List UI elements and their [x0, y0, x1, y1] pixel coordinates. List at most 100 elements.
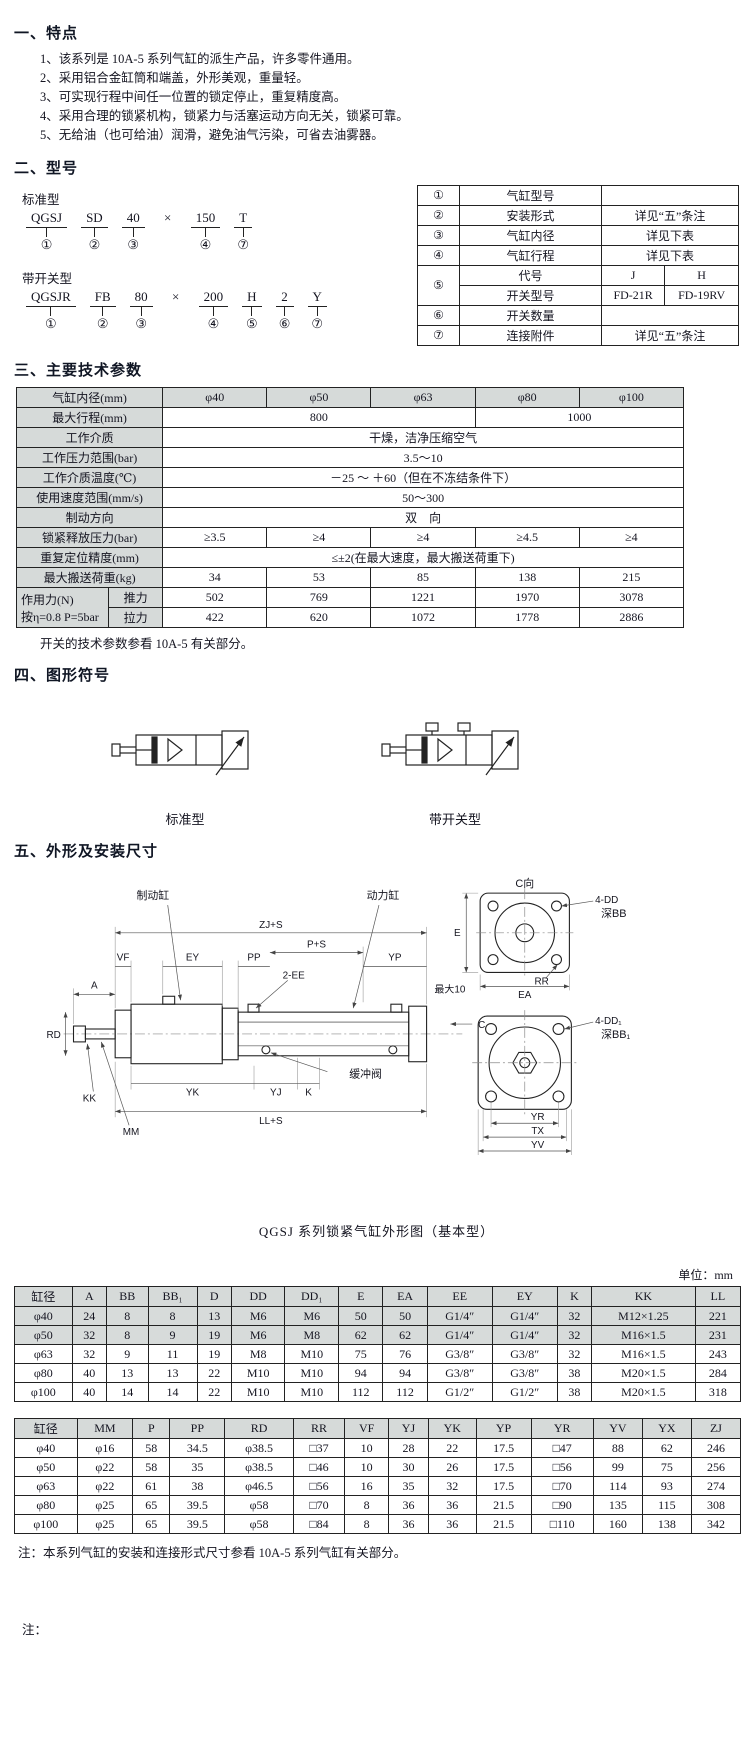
- c-view-title: C向: [515, 876, 534, 890]
- table-cell: J: [600, 265, 666, 286]
- table-cell: ≤±2(在最大速度，最大搬送荷重下): [162, 547, 684, 568]
- table-cell: 干燥，洁净压缩空气: [162, 427, 684, 448]
- model-part: ×: [171, 289, 180, 304]
- table-cell: M16×1.5: [591, 1325, 696, 1345]
- col-header: YJ: [388, 1418, 429, 1439]
- col-header: BB: [105, 1286, 149, 1307]
- table-cell: 开关型号: [459, 285, 602, 306]
- table-cell: φ40: [162, 387, 268, 408]
- table-cell: 93: [641, 1476, 692, 1496]
- col-header: DD₁: [284, 1286, 340, 1307]
- table-cell: M10: [230, 1382, 286, 1402]
- col-header: YV: [592, 1418, 643, 1439]
- table-cell: 36: [427, 1495, 477, 1515]
- code-column: ×: [159, 210, 177, 236]
- model-part: 40: [121, 210, 145, 228]
- table-cell: G3/8″: [491, 1363, 558, 1383]
- table-cell: 22: [196, 1382, 232, 1402]
- table-cell: 215: [578, 567, 685, 588]
- table-row: ⑤ 代号 J H: [417, 265, 739, 306]
- table-row: ⑦ 连接附件 详见“五”条注: [417, 325, 739, 346]
- row-label: 使用速度范围(mm/s): [15, 487, 164, 508]
- section-symbols: 四、图形符号: [14, 664, 739, 828]
- table-cell: 34: [162, 567, 268, 588]
- col-header: VF: [344, 1418, 390, 1439]
- dimension-lines: [63, 904, 473, 1126]
- standard-symbol: 标准型: [110, 719, 260, 828]
- col-header: LL: [694, 1286, 742, 1307]
- table-cell: 65: [132, 1495, 171, 1515]
- dim-label-ea: EA: [518, 990, 532, 1001]
- table-cell: 气缸型号: [459, 185, 602, 206]
- feature-item: 1、该系列是 10A-5 系列气缸的派生产品，许多零件通用。: [40, 52, 360, 66]
- table-cell: 13: [196, 1306, 232, 1326]
- table-cell: －25 ～ ＋60（但在不冻结条件下）: [162, 467, 684, 488]
- table-cell: φ22: [76, 1476, 134, 1496]
- table-cell: φ38.5: [224, 1438, 294, 1458]
- model-part: FB: [89, 289, 116, 307]
- row-label: 最大搬送荷重(kg): [15, 567, 164, 588]
- brake-cylinder-label: 制动缸: [137, 888, 170, 902]
- table-cell: 8: [105, 1325, 149, 1345]
- dim-label-yv: YV: [531, 1140, 545, 1151]
- table-cell: 26: [427, 1457, 477, 1477]
- table-cell: 36: [388, 1514, 429, 1534]
- table-cell: φ63: [14, 1344, 73, 1364]
- col-header: YX: [641, 1418, 692, 1439]
- code-column: 40 ③: [121, 210, 145, 252]
- col-header: K: [556, 1286, 593, 1307]
- table-cell: 88: [592, 1438, 643, 1458]
- tick-line: [140, 307, 142, 316]
- table-cell: ≥4: [578, 527, 685, 548]
- table-cell: 138: [474, 567, 580, 588]
- table-cell: φ25: [76, 1495, 134, 1515]
- table-cell: 62: [338, 1325, 384, 1345]
- table-cell: □70: [292, 1495, 346, 1515]
- row-label: 最大行程(mm): [15, 407, 164, 428]
- table-cell: M10: [284, 1344, 340, 1364]
- standard-symbol-label: 标准型: [165, 812, 205, 827]
- table-cell: 10: [344, 1438, 390, 1458]
- switch-symbol: 带开关型: [380, 719, 530, 828]
- dim-label-tx: TX: [531, 1126, 544, 1137]
- model-area: 标准型 QGSJ ① SD ② 40: [14, 185, 739, 347]
- circle-number: ①: [45, 316, 57, 331]
- code-column: 2 ⑥: [275, 289, 294, 331]
- code-column: QGSJR ①: [26, 289, 76, 331]
- table-cell: ⑥: [417, 305, 460, 326]
- table-cell: 1970: [474, 587, 580, 608]
- table-cell: 94: [382, 1363, 428, 1383]
- table-cell: G1/2″: [491, 1382, 558, 1402]
- table-cell: φ58: [224, 1514, 294, 1534]
- model-switch-label: 带开关型: [22, 272, 73, 286]
- row-label: 作用力(N) 按η=0.8 P=5bar: [15, 587, 110, 628]
- table-cell: 32: [556, 1325, 593, 1345]
- table-cell: 24: [71, 1306, 107, 1326]
- code-column: 80 ③: [129, 289, 153, 331]
- col-header: YP: [475, 1418, 532, 1439]
- table-cell: 138: [641, 1514, 692, 1534]
- table-row: 拉力 422 620 1072 1778 2886: [17, 607, 685, 628]
- row-label: 气缸内径(mm): [15, 387, 164, 408]
- table-cell: ②: [417, 205, 460, 226]
- features-list: 1、该系列是 10A-5 系列气缸的派生产品，许多零件通用。 2、采用铝合金缸筒…: [40, 50, 739, 145]
- table-cell: 36: [388, 1495, 429, 1515]
- table-cell: 22: [427, 1438, 477, 1458]
- table-cell: 502: [162, 587, 268, 608]
- dim-label-yk: YK: [186, 1087, 200, 1098]
- table-cell: M8: [284, 1325, 340, 1345]
- table-row: ⑥ 开关数量: [417, 305, 739, 326]
- table-cell: FD-19RV: [664, 285, 739, 306]
- table-row: 最大行程(mm) 800 1000: [15, 407, 685, 428]
- col-header: YK: [427, 1418, 477, 1439]
- table-cell: 3.5～10: [162, 447, 684, 468]
- table-cell: 115: [641, 1495, 692, 1515]
- table-cell: ①: [417, 185, 460, 206]
- table-cell: 114: [592, 1476, 643, 1496]
